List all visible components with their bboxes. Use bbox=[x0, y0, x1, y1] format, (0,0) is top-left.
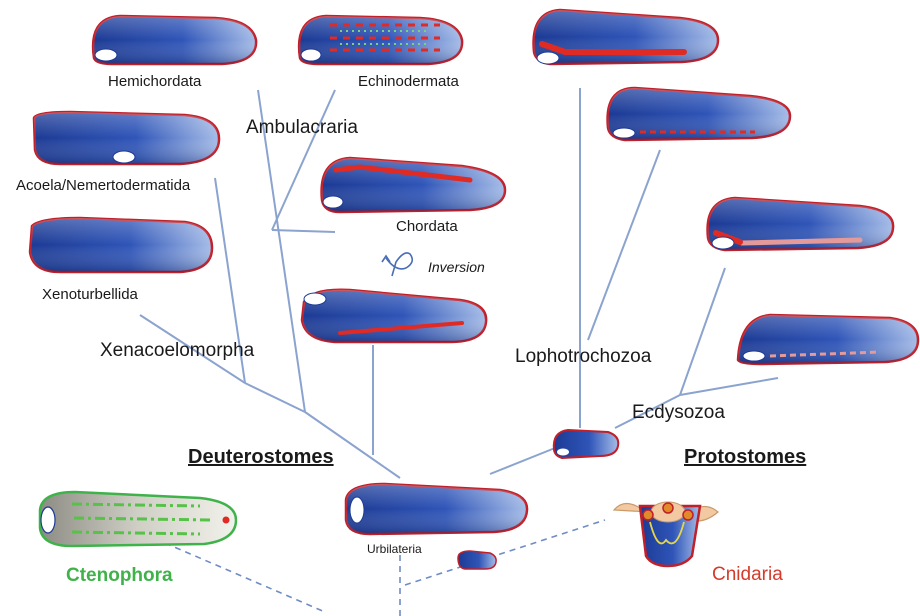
echinodermata-body bbox=[299, 16, 462, 64]
xenoturbellida-body bbox=[30, 218, 212, 272]
label-xenoturbellida: Xenoturbellida bbox=[42, 286, 139, 303]
mouth-icon bbox=[537, 52, 559, 64]
ancestor-small-body bbox=[458, 551, 496, 569]
label-deuterostomes: Deuterostomes bbox=[188, 446, 334, 468]
branch-proto-main bbox=[490, 448, 555, 474]
label-protostomes: Protostomes bbox=[684, 446, 806, 468]
branch-ecdy-1 bbox=[680, 268, 725, 395]
branch-lopho-2 bbox=[588, 150, 660, 340]
mouth-icon bbox=[301, 49, 321, 61]
branch-deut-main bbox=[305, 412, 400, 478]
branch-hemichordata bbox=[258, 90, 305, 412]
label-inversion: Inversion bbox=[428, 259, 485, 275]
mouth-icon bbox=[41, 507, 55, 533]
urbilateria-body bbox=[346, 484, 527, 534]
branch-ecdy-2 bbox=[680, 378, 778, 395]
ecdysozoa-body-2 bbox=[738, 315, 918, 364]
label-cnidaria: Cnidaria bbox=[712, 564, 783, 585]
inversion-icon bbox=[382, 253, 412, 276]
mouth-icon bbox=[113, 151, 135, 163]
cnidaria-figure bbox=[614, 502, 718, 566]
label-xenacoelomorpha: Xenacoelomorpha bbox=[100, 340, 255, 361]
mouth-icon bbox=[350, 497, 364, 523]
lophotrochozoa-body-1 bbox=[534, 10, 718, 64]
acoela-body bbox=[34, 112, 219, 164]
ctenophora-body bbox=[40, 492, 236, 546]
label-urbilateria: Urbilateria bbox=[367, 542, 422, 556]
label-acoela: Acoela/Nemertodermatida bbox=[16, 177, 191, 194]
mouth-icon bbox=[743, 351, 765, 361]
dash-ctenophora bbox=[165, 543, 325, 612]
hemichordata-body bbox=[93, 16, 256, 64]
branch-xenacoelo bbox=[245, 383, 305, 412]
ecdysozoa-body-1 bbox=[708, 198, 894, 250]
lophotrochozoa-body-2 bbox=[608, 88, 790, 140]
chordata-body bbox=[322, 158, 505, 212]
mouth-icon bbox=[95, 49, 117, 61]
label-hemichordata: Hemichordata bbox=[108, 73, 202, 90]
branch-chordata-stub bbox=[272, 230, 335, 232]
label-ecdysozoa: Ecdysozoa bbox=[632, 402, 725, 423]
label-lophotrochozoa: Lophotrochozoa bbox=[515, 346, 652, 367]
mouth-icon bbox=[323, 196, 343, 208]
label-ctenophora: Ctenophora bbox=[66, 565, 173, 586]
label-echinodermata: Echinodermata bbox=[358, 73, 460, 90]
mouth-icon bbox=[712, 237, 734, 249]
label-ambulacraria: Ambulacraria bbox=[246, 117, 358, 138]
mouth-icon bbox=[304, 293, 326, 305]
mouth-icon bbox=[613, 128, 635, 138]
inverted-deuterostome-body bbox=[302, 290, 486, 342]
protostome-ancestor-body bbox=[554, 430, 619, 458]
label-chordata: Chordata bbox=[396, 218, 458, 235]
